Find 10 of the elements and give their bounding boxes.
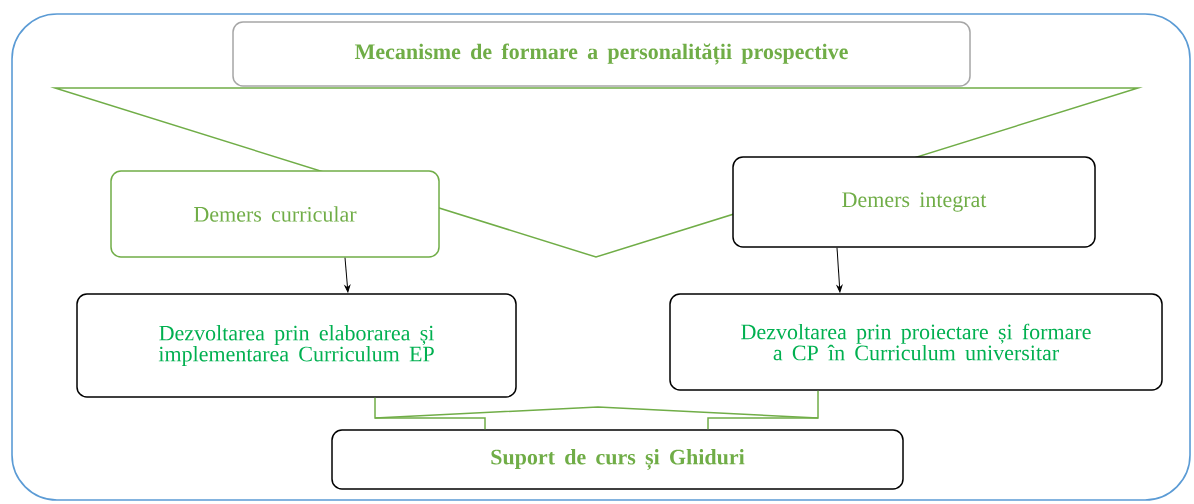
title-box: Mecanisme de formare a personalității prospective <box>232 21 971 87</box>
connector-line <box>707 390 819 430</box>
process-box: Dezvoltarea prin elaborarea și implementarea Curriculum EP <box>76 293 517 398</box>
process-box: Dezvoltarea prin proiectare și formare a CP în Curriculum universitar <box>669 293 1163 391</box>
arrow <box>344 257 351 293</box>
arrow <box>836 247 843 293</box>
result-box: Suport de curs și Ghiduri <box>331 429 904 490</box>
process-box: Demers curricular <box>110 170 440 258</box>
connector-line <box>374 397 486 430</box>
process-box: Demers integrat <box>732 156 1096 248</box>
